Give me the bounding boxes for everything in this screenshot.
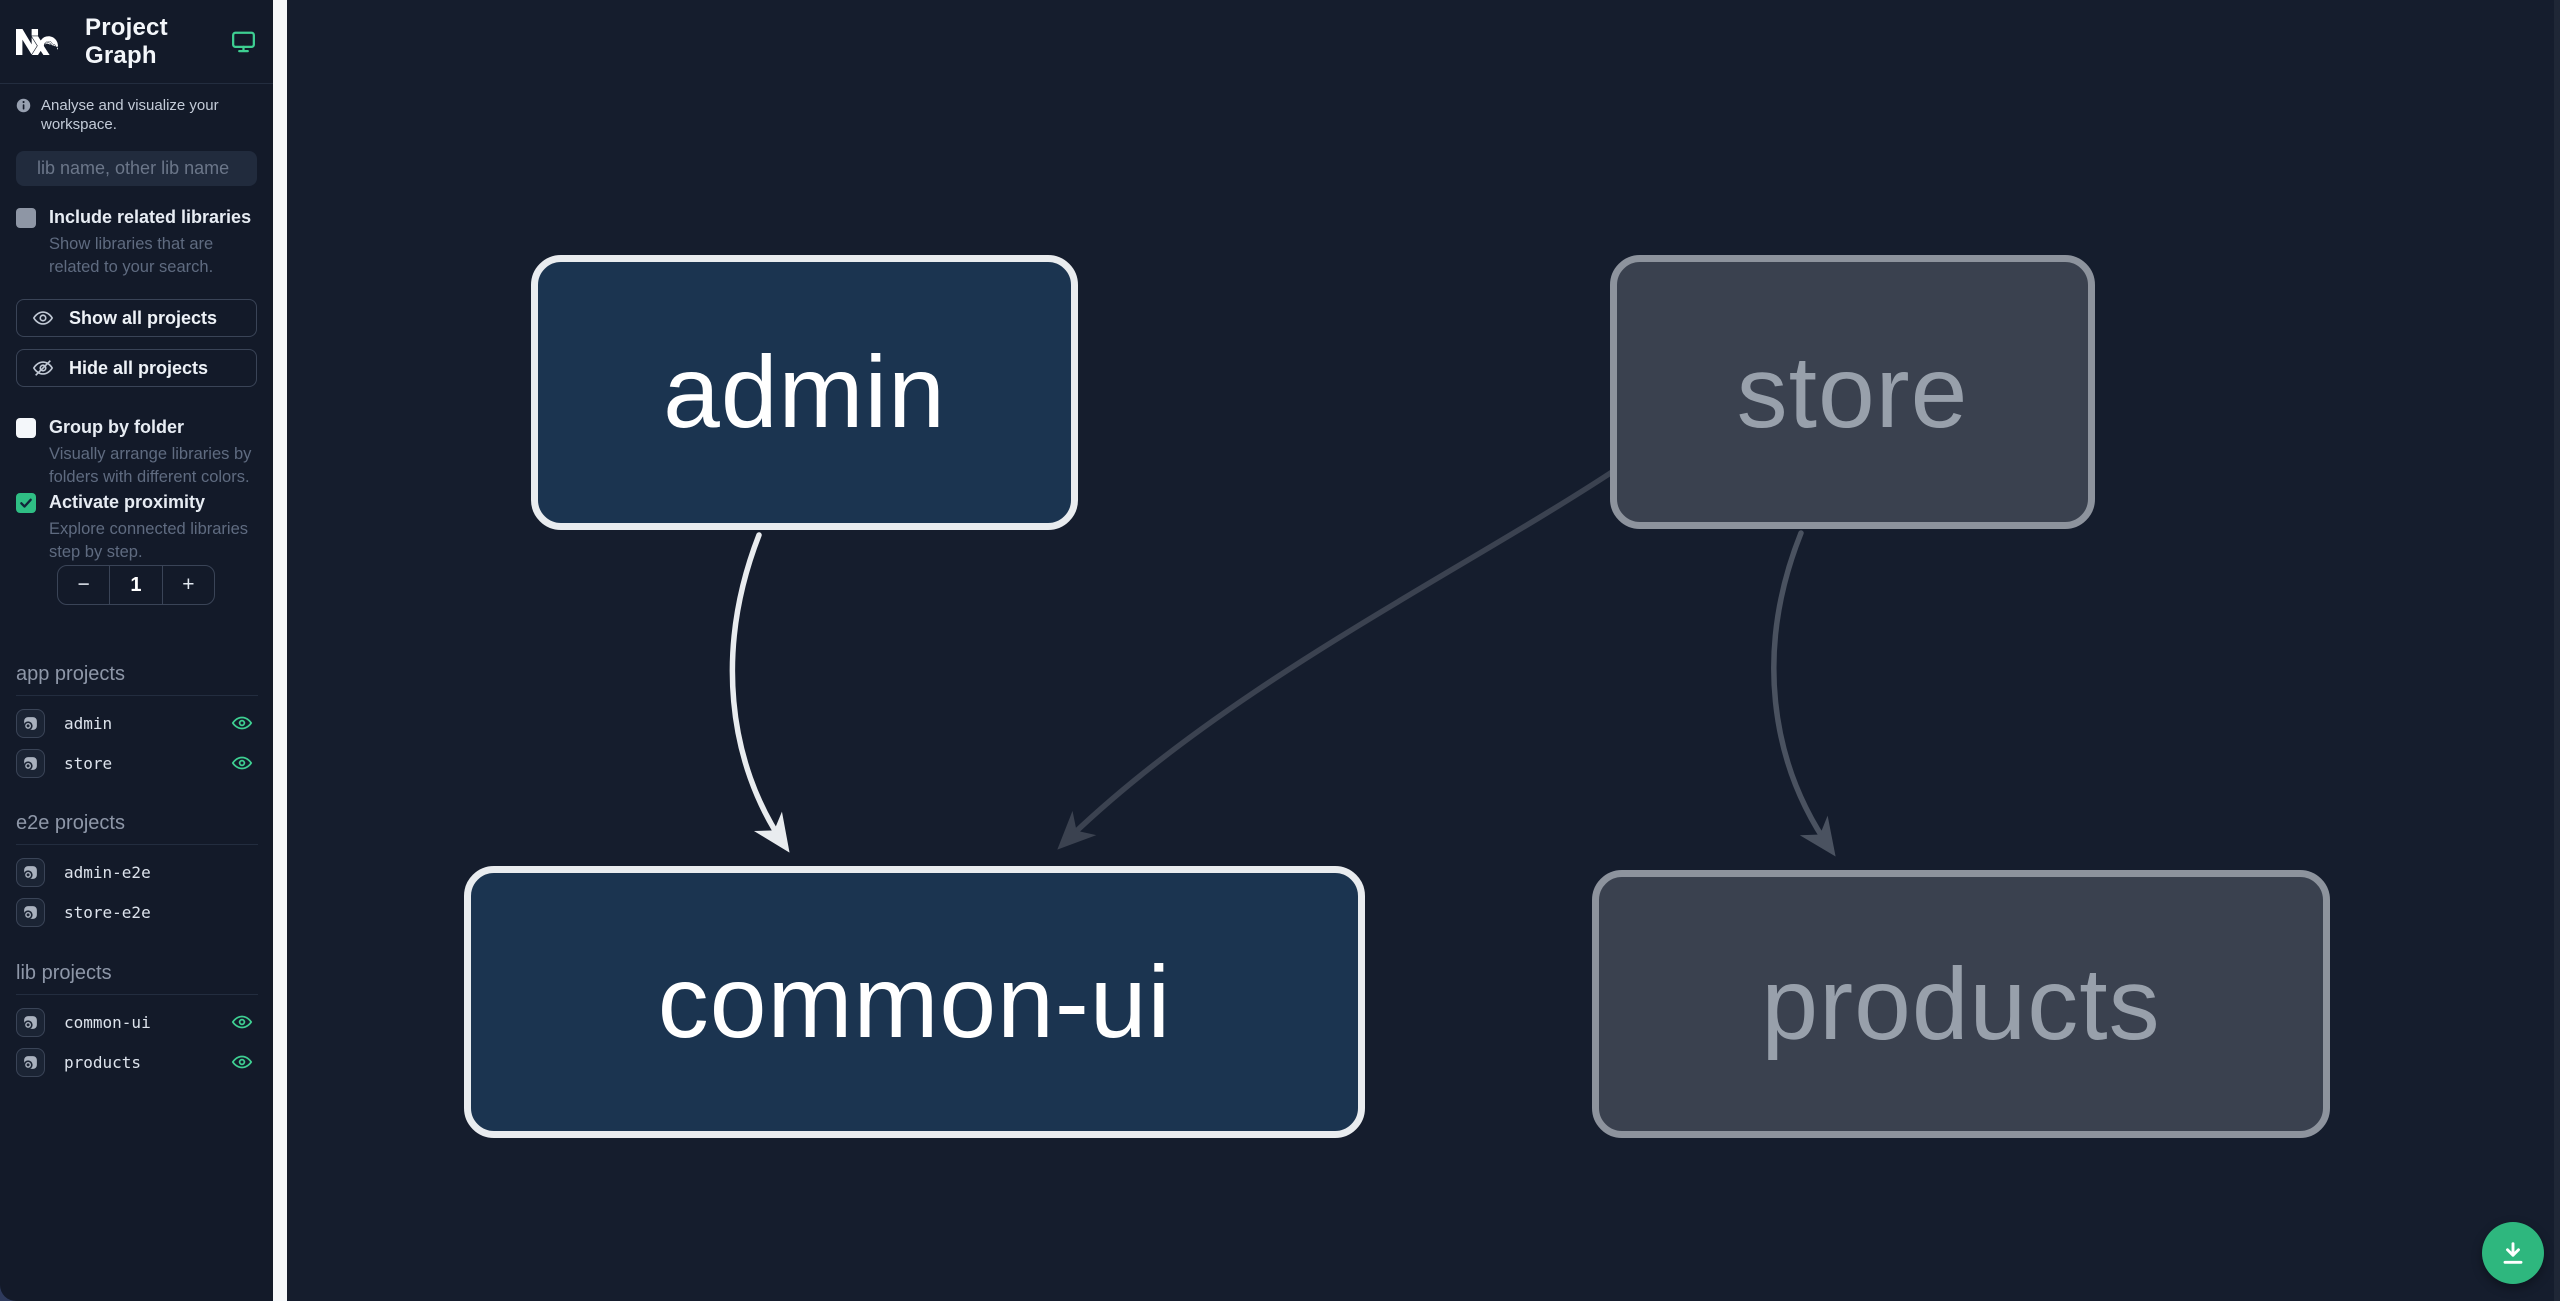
graph-node-store[interactable]: store	[1610, 255, 2095, 529]
focus-icon	[23, 1015, 37, 1029]
group-by-folder-checkbox[interactable]	[16, 417, 36, 438]
project-name: products	[64, 1052, 142, 1072]
focus-icon	[23, 716, 37, 730]
focus-icon	[23, 865, 37, 879]
info-icon	[16, 98, 31, 113]
section-title: lib projects	[16, 962, 258, 995]
list-item: products	[16, 1042, 258, 1082]
focus-project-button[interactable]	[16, 1007, 45, 1037]
proximity-stepper: − 1 +	[57, 565, 215, 605]
show-all-projects-button[interactable]: Show all projects	[16, 299, 257, 337]
section-app-projects: app projects admin	[16, 663, 258, 783]
checkbox-label: Include related libraries	[49, 207, 252, 227]
checkbox-label: Activate proximity	[49, 492, 206, 512]
focus-project-button[interactable]	[16, 708, 45, 738]
hide-all-projects-button[interactable]: Hide all projects	[16, 349, 257, 387]
workspace-tagline: Analyse and visualize your workspace.	[16, 97, 258, 135]
include-related-checkbox[interactable]	[16, 207, 36, 228]
scrollbar-track	[2554, 0, 2560, 1301]
increment-button[interactable]: +	[161, 566, 214, 604]
focus-icon	[23, 1055, 37, 1069]
list-item: store-e2e	[16, 892, 258, 932]
sidebar: Project Graph Analyse and visualize your…	[0, 0, 273, 1301]
section-e2e-projects: e2e projects admin-e2e	[16, 812, 258, 932]
edge-store-to-products	[1771, 530, 1836, 857]
toggle-visibility-eye-icon[interactable]	[230, 1010, 254, 1034]
project-name: store	[64, 753, 113, 773]
section-title: e2e projects	[16, 812, 258, 845]
activate-proximity-option: Activate proximity Explore connected lib…	[16, 492, 258, 564]
download-icon	[2503, 1242, 2523, 1264]
focus-project-button[interactable]	[16, 857, 45, 887]
checkbox-label: Group by folder	[49, 417, 184, 437]
decrement-button[interactable]: −	[58, 566, 109, 604]
focus-project-button[interactable]	[16, 897, 45, 927]
eye-slash-icon	[32, 360, 54, 376]
project-name: store-e2e	[64, 902, 151, 922]
list-item: admin	[16, 703, 258, 743]
include-related-option: Include related libraries Show libraries…	[16, 207, 258, 279]
project-search	[16, 151, 269, 186]
focus-project-button[interactable]	[16, 748, 45, 778]
activate-proximity-checkbox[interactable]	[16, 492, 36, 513]
focus-icon	[23, 905, 37, 919]
list-item: admin-e2e	[16, 852, 258, 892]
project-name: admin-e2e	[64, 862, 151, 882]
sidebar-header: Project Graph	[0, 0, 273, 84]
toggle-visibility-eye-icon[interactable]	[230, 1050, 254, 1074]
toggle-visibility-eye-icon[interactable]	[230, 751, 254, 775]
page-title: Project Graph	[85, 13, 168, 69]
project-name: admin	[64, 713, 113, 733]
proximity-value: 1	[109, 566, 161, 604]
edge-store-to-common-ui	[1057, 469, 1615, 850]
list-item: common-ui	[16, 1002, 258, 1042]
project-name: common-ui	[64, 1012, 151, 1032]
search-input[interactable]	[37, 158, 269, 179]
check-icon	[20, 498, 32, 508]
edge-admin-to-common-ui	[729, 532, 790, 853]
section-title: app projects	[16, 663, 258, 696]
checkbox-description: Visually arrange libraries by folders wi…	[49, 445, 252, 487]
sidebar-divider	[273, 0, 287, 1301]
focus-icon	[23, 756, 37, 770]
group-by-folder-option: Group by folder Visually arrange librari…	[16, 417, 258, 489]
focus-project-button[interactable]	[16, 1047, 45, 1077]
graph-node-products[interactable]: products	[1592, 870, 2330, 1138]
section-lib-projects: lib projects common-ui	[16, 962, 258, 1082]
graph-node-common-ui[interactable]: common-ui	[464, 866, 1365, 1138]
download-graph-button[interactable]	[2482, 1222, 2544, 1284]
list-item: store	[16, 743, 258, 783]
nx-logo-icon	[16, 28, 58, 55]
desktop-monitor-icon[interactable]	[230, 28, 257, 55]
graph-node-admin[interactable]: admin	[531, 255, 1078, 530]
checkbox-description: Explore connected libraries step by step…	[49, 520, 249, 562]
graph-canvas[interactable]: admin store common-ui products	[287, 0, 2560, 1301]
eye-icon	[32, 311, 54, 325]
edge-layer	[729, 469, 1836, 857]
toggle-visibility-eye-icon[interactable]	[230, 711, 254, 735]
checkbox-description: Show libraries that are related to your …	[49, 235, 214, 277]
